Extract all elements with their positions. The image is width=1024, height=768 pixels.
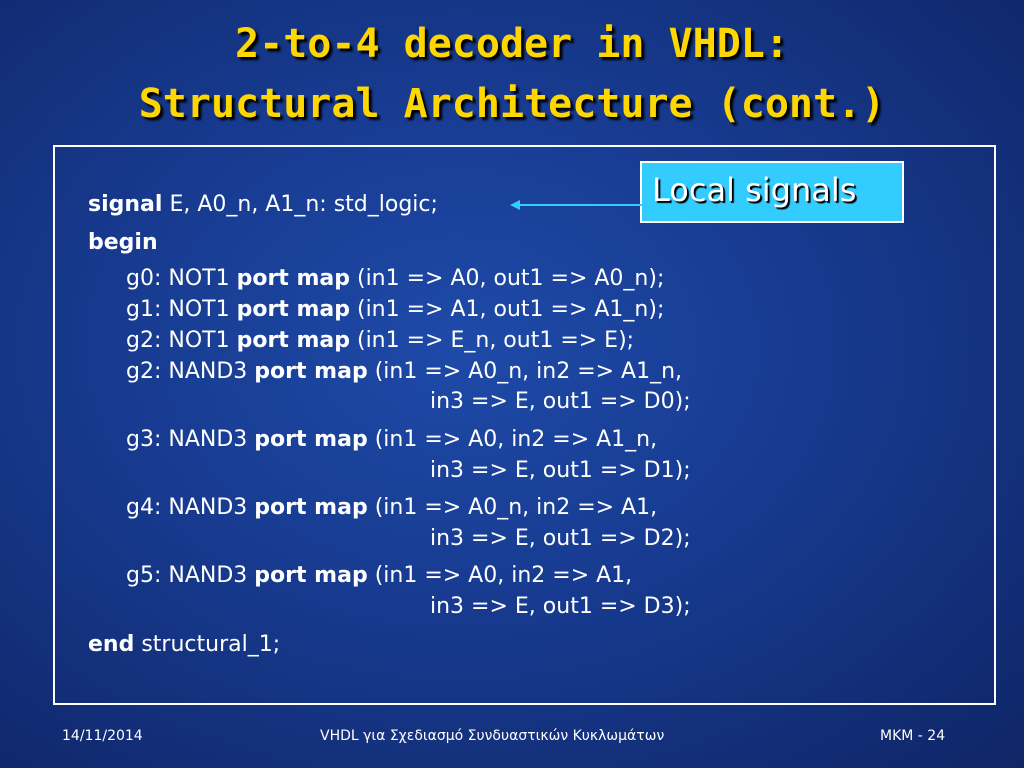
keyword-begin: begin bbox=[88, 230, 158, 255]
port-map-keyword: port map bbox=[236, 328, 350, 353]
code-line-g5: g5: NAND3 port map (in1 => A0, in2 => A1… bbox=[126, 560, 632, 591]
footer-course-title: VHDL για Σχεδιασμό Συνδυαστικών Κυκλωμάτ… bbox=[320, 728, 665, 744]
end-architecture-name: structural_1; bbox=[141, 632, 281, 657]
port-map-keyword: port map bbox=[254, 495, 368, 520]
code-line-g2-continuation: in3 => E, out1 => D0); bbox=[430, 389, 691, 414]
port-map-keyword: port map bbox=[254, 427, 368, 452]
callout-arrow-icon bbox=[510, 200, 644, 210]
g3-instance: g3: NAND3 bbox=[126, 427, 248, 452]
code-line-end: end structural_1; bbox=[88, 629, 280, 660]
footer-page-number: MKM - 24 bbox=[880, 728, 946, 744]
code-frame bbox=[53, 145, 996, 705]
code-line-g0: g0: NOT1 port map (in1 => A0, out1 => A0… bbox=[126, 263, 664, 294]
keyword-end: end bbox=[88, 632, 135, 657]
title-line-2: Structural Architecture (cont.) bbox=[138, 81, 886, 127]
title-line-1: 2-to-4 decoder in VHDL: bbox=[235, 21, 789, 67]
slide-title: 2-to-4 decoder in VHDL: Structural Archi… bbox=[0, 14, 1024, 134]
g4-instance: g4: NAND3 bbox=[126, 495, 248, 520]
g0-mapping: (in1 => A0, out1 => A0_n); bbox=[356, 266, 665, 291]
g3-mapping: (in1 => A0, in2 => A1_n, bbox=[374, 427, 658, 452]
code-line-g4: g4: NAND3 port map (in1 => A0_n, in2 => … bbox=[126, 492, 657, 523]
code-line-g1: g1: NOT1 port map (in1 => A1, out1 => A1… bbox=[126, 294, 664, 325]
code-line-signal: signal E, A0_n, A1_n: std_logic; bbox=[88, 189, 438, 220]
code-line-g2-not: g2: NOT1 port map (in1 => E_n, out1 => E… bbox=[126, 325, 634, 356]
g1-mapping: (in1 => A1, out1 => A1_n); bbox=[356, 297, 665, 322]
code-line-g5-continuation: in3 => E, out1 => D3); bbox=[430, 594, 691, 619]
code-line-g3: g3: NAND3 port map (in1 => A0, in2 => A1… bbox=[126, 424, 657, 455]
port-map-keyword: port map bbox=[254, 563, 368, 588]
code-line-begin: begin bbox=[88, 227, 158, 258]
g4-mapping: (in1 => A0_n, in2 => A1, bbox=[374, 495, 658, 520]
g2-not-instance: g2: NOT1 bbox=[126, 328, 230, 353]
g2-not-mapping: (in1 => E_n, out1 => E); bbox=[356, 328, 635, 353]
signal-declaration: E, A0_n, A1_n: std_logic; bbox=[169, 192, 438, 217]
port-map-keyword: port map bbox=[236, 297, 350, 322]
port-map-keyword: port map bbox=[236, 266, 350, 291]
code-line-g4-continuation: in3 => E, out1 => D2); bbox=[430, 526, 691, 551]
g2-nand-mapping: (in1 => A0_n, in2 => A1_n, bbox=[374, 359, 683, 384]
local-signals-callout: Local signals bbox=[640, 161, 904, 223]
code-line-g3-continuation: in3 => E, out1 => D1); bbox=[430, 458, 691, 483]
keyword-signal: signal bbox=[88, 192, 163, 217]
g5-mapping: (in1 => A0, in2 => A1, bbox=[374, 563, 633, 588]
g5-instance: g5: NAND3 bbox=[126, 563, 248, 588]
port-map-keyword: port map bbox=[254, 359, 368, 384]
code-line-g2-nand: g2: NAND3 port map (in1 => A0_n, in2 => … bbox=[126, 356, 682, 387]
footer-date: 14/11/2014 bbox=[62, 728, 143, 744]
g1-instance: g1: NOT1 bbox=[126, 297, 230, 322]
g0-instance: g0: NOT1 bbox=[126, 266, 230, 291]
g2-nand-instance: g2: NAND3 bbox=[126, 359, 248, 384]
callout-label: Local signals bbox=[652, 171, 857, 209]
